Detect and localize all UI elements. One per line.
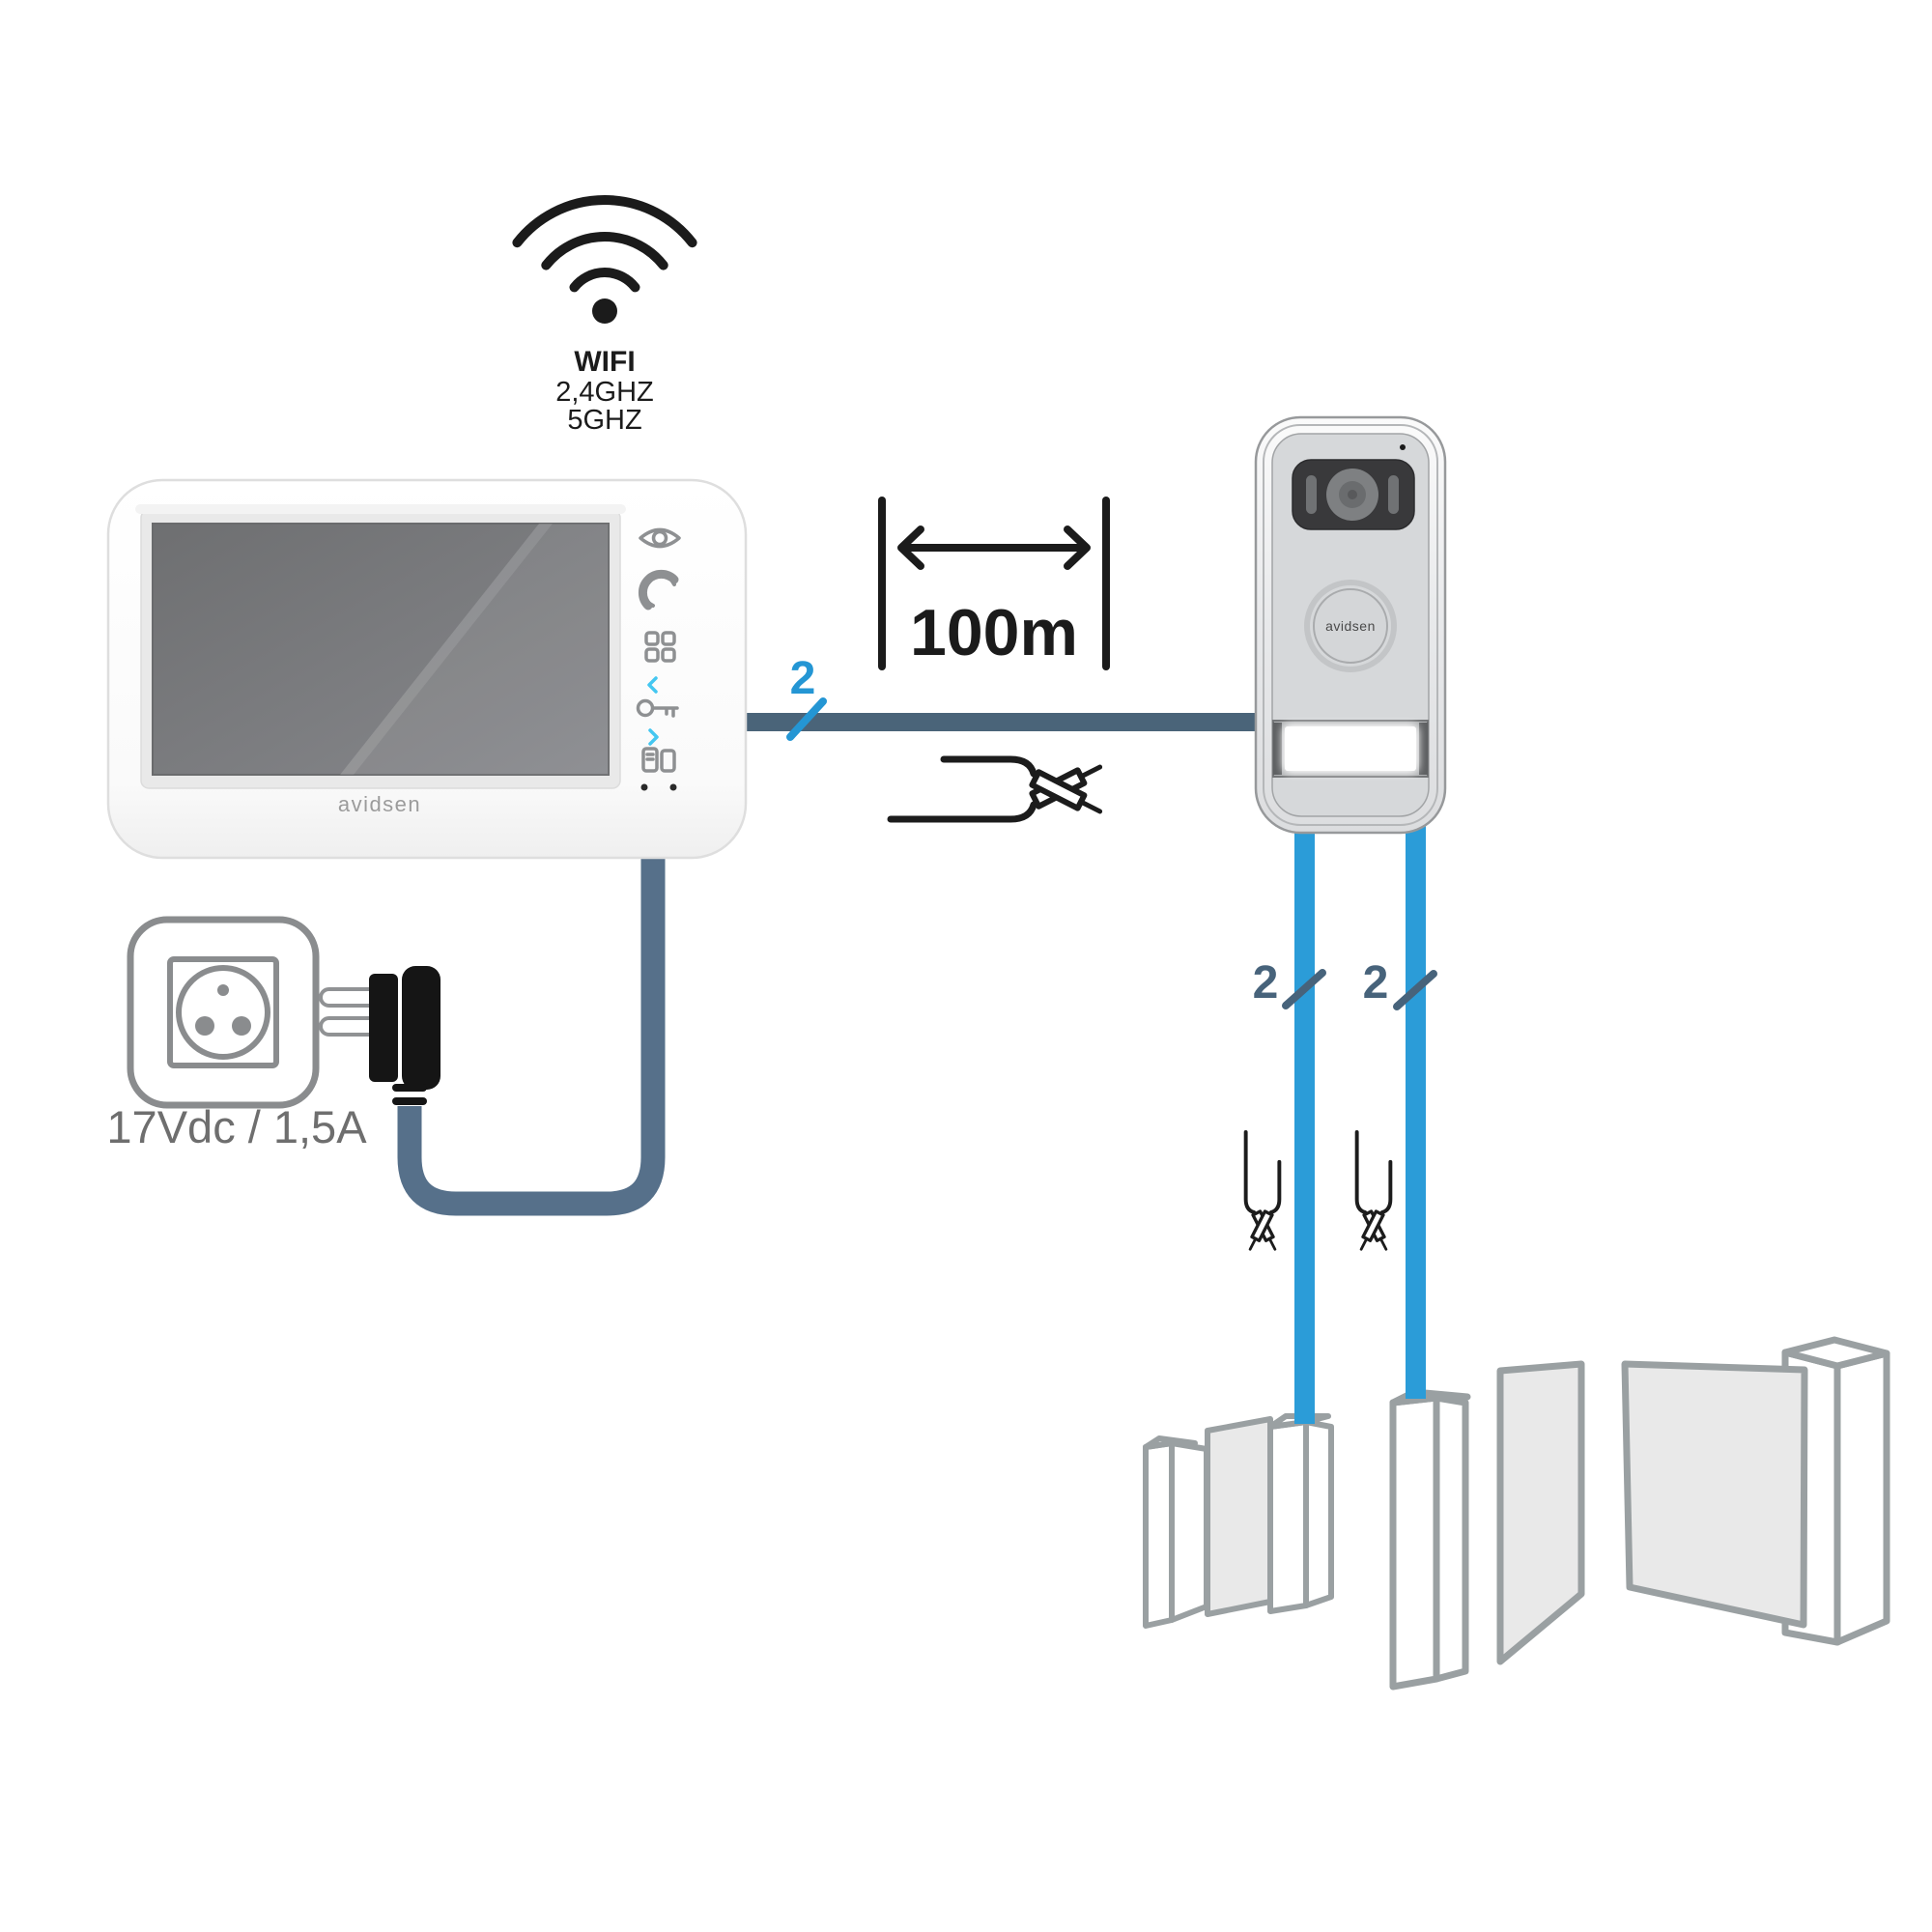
door-station: avidsen [1254, 415, 1447, 835]
call-phone-icon[interactable] [638, 569, 679, 611]
strike-cable-left [1294, 813, 1315, 1424]
menu-grid-icon[interactable] [644, 631, 676, 663]
distance-label: 100m [910, 596, 1078, 669]
strike-cable-right [1406, 813, 1426, 1399]
wire-count-text: 2 [790, 653, 816, 704]
monitor-screen [152, 523, 610, 776]
camera-window [1292, 459, 1415, 530]
touch-icon-column [636, 527, 681, 791]
indicator-dot [640, 783, 648, 791]
name-plate [1272, 720, 1429, 778]
wire-splice-icon [1354, 1130, 1393, 1254]
gate-open-icon[interactable] [641, 728, 676, 773]
wifi-label: WIFI 2,4GHZ 5GHZ [555, 346, 654, 436]
chevron-right-icon [648, 728, 659, 746]
power-rating-label: 17Vdc / 1,5A [106, 1101, 367, 1152]
power-plug-icon [319, 966, 440, 1105]
wall-socket-icon [127, 916, 320, 1109]
gate-pillar [1389, 1388, 1471, 1690]
gate-pillar [1781, 1336, 1890, 1646]
large-gate [1389, 1336, 1890, 1690]
wire-count-slash [786, 697, 827, 741]
gate-pillar [1143, 1435, 1209, 1629]
strike-right-wire-count-label: 2 [1363, 957, 1437, 1010]
chevron-left-icon [647, 676, 658, 694]
microphone-hole [1400, 444, 1406, 450]
view-eye-icon[interactable] [639, 527, 681, 549]
gate-leaf [1621, 1360, 1808, 1629]
power-cable [397, 854, 666, 1216]
wifi-band-5: 5GHZ [567, 405, 641, 436]
ir-led-slot [1388, 475, 1399, 514]
strike-left-wire-count-label: 2 [1253, 957, 1326, 1009]
gate-leaf [1496, 1360, 1585, 1665]
indicator-dot [669, 783, 677, 791]
call-button[interactable]: avidsen [1304, 580, 1397, 672]
station-brand-logo: avidsen [1325, 618, 1376, 634]
wire-splice-icon [891, 759, 1103, 819]
indoor-monitor: avidsen [106, 478, 748, 860]
distance-dimension: 100m [878, 497, 1110, 670]
key-unlock-icon[interactable] [636, 676, 679, 718]
wifi-icon [512, 195, 697, 324]
wire-count-text: 2 [1253, 957, 1279, 1009]
bus-wire-count-label: 2 [786, 653, 827, 741]
wire-count-slash [1282, 969, 1326, 1009]
monitor-brand-logo: avidsen [338, 792, 421, 816]
wifi-title: WIFI [574, 346, 635, 378]
wifi-band-24: 2,4GHZ [555, 377, 654, 408]
gate-pillar [1267, 1413, 1334, 1614]
wire-splice-icon [1243, 1130, 1282, 1254]
bus-cable [742, 713, 1271, 731]
wire-count-slash [1393, 970, 1437, 1010]
small-gate [1143, 1413, 1334, 1629]
distance-arrow-icon [897, 526, 1091, 570]
ir-led-slot [1306, 475, 1317, 514]
wire-count-text: 2 [1363, 957, 1389, 1009]
gate-leaf [1205, 1416, 1273, 1617]
